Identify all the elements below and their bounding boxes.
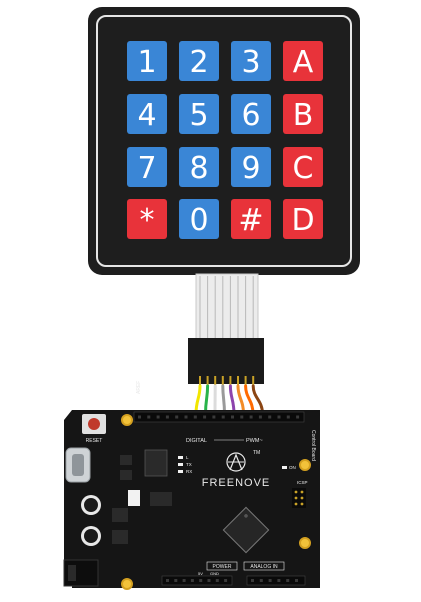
gnd-label: GND xyxy=(210,571,219,576)
mount-hole xyxy=(299,537,311,549)
ribbon-cable xyxy=(188,273,264,386)
key-star[interactable]: * xyxy=(127,199,167,239)
rx-label: RX xyxy=(186,469,192,474)
key-label: * xyxy=(140,203,155,238)
key-label: # xyxy=(238,203,263,238)
key-a[interactable]: A xyxy=(283,41,323,81)
subtitle: Control Board xyxy=(310,430,316,461)
crystal xyxy=(128,490,140,506)
reset-button xyxy=(88,418,100,430)
key-4[interactable]: 4 xyxy=(127,94,167,134)
jumper-wire xyxy=(251,384,264,416)
key-2[interactable]: 2 xyxy=(179,41,219,81)
key-label: B xyxy=(293,98,314,133)
key-label: 0 xyxy=(189,203,208,238)
key-d[interactable]: D xyxy=(283,199,323,239)
jumper-wires xyxy=(194,384,264,416)
key-0[interactable]: 0 xyxy=(179,199,219,239)
icsp-header xyxy=(292,488,306,508)
freenove-logo-icon xyxy=(226,452,246,472)
mount-hole xyxy=(121,578,133,590)
key-8[interactable]: 8 xyxy=(179,147,219,187)
tm-label: TM xyxy=(253,450,260,456)
key-label: 3 xyxy=(241,45,260,80)
mcu-chip xyxy=(222,506,270,554)
reset-label: RESET xyxy=(86,438,103,444)
icsp-label: ICSP xyxy=(297,480,308,485)
key-label: 7 xyxy=(137,151,156,186)
jumper-wire xyxy=(204,384,210,416)
aref-label: AREF xyxy=(136,381,142,394)
key-label: 2 xyxy=(189,45,208,80)
jumper-wire xyxy=(221,384,226,416)
l-label: L xyxy=(186,455,189,460)
key-9[interactable]: 9 xyxy=(231,147,271,187)
key-hash[interactable]: # xyxy=(231,199,271,239)
digital-label: DIGITAL xyxy=(186,438,207,444)
key-label: 6 xyxy=(241,98,260,133)
usb-chip xyxy=(144,449,168,477)
key-label: 8 xyxy=(189,151,208,186)
v5-label: 5V xyxy=(198,571,203,576)
jumper-wire xyxy=(194,384,202,416)
jumper-wire xyxy=(244,384,255,416)
jumper-wire xyxy=(236,384,245,416)
key-label: 1 xyxy=(137,45,156,80)
pwm-label: PWM~ xyxy=(246,438,263,444)
key-label: C xyxy=(293,151,314,186)
keypad-border xyxy=(96,15,352,267)
control-board: RESET AREF DIGITAL PWM~ Control Board TM… xyxy=(63,381,320,590)
key-label: A xyxy=(293,45,314,80)
digital-header xyxy=(133,411,305,423)
key-7[interactable]: 7 xyxy=(127,147,167,187)
key-label: D xyxy=(291,203,314,238)
key-label: 5 xyxy=(189,98,208,133)
analog-header xyxy=(246,575,306,586)
mount-hole xyxy=(299,459,311,471)
key-6[interactable]: 6 xyxy=(231,94,271,134)
key-label: 9 xyxy=(241,151,260,186)
key-c[interactable]: C xyxy=(283,147,323,187)
jumper-wire xyxy=(228,384,236,416)
analog-label: ANALOG IN xyxy=(250,564,278,570)
brand-label: FREENOVE xyxy=(202,477,271,489)
key-5[interactable]: 5 xyxy=(179,94,219,134)
tx-label: TX xyxy=(186,462,192,467)
key-3[interactable]: 3 xyxy=(231,41,271,81)
mount-hole xyxy=(121,414,133,426)
key-label: 4 xyxy=(137,98,156,133)
on-label: ON xyxy=(289,465,296,470)
key-b[interactable]: B xyxy=(283,94,323,134)
power-header xyxy=(161,575,233,586)
key-1[interactable]: 1 xyxy=(127,41,167,81)
power-label: POWER xyxy=(213,564,232,570)
